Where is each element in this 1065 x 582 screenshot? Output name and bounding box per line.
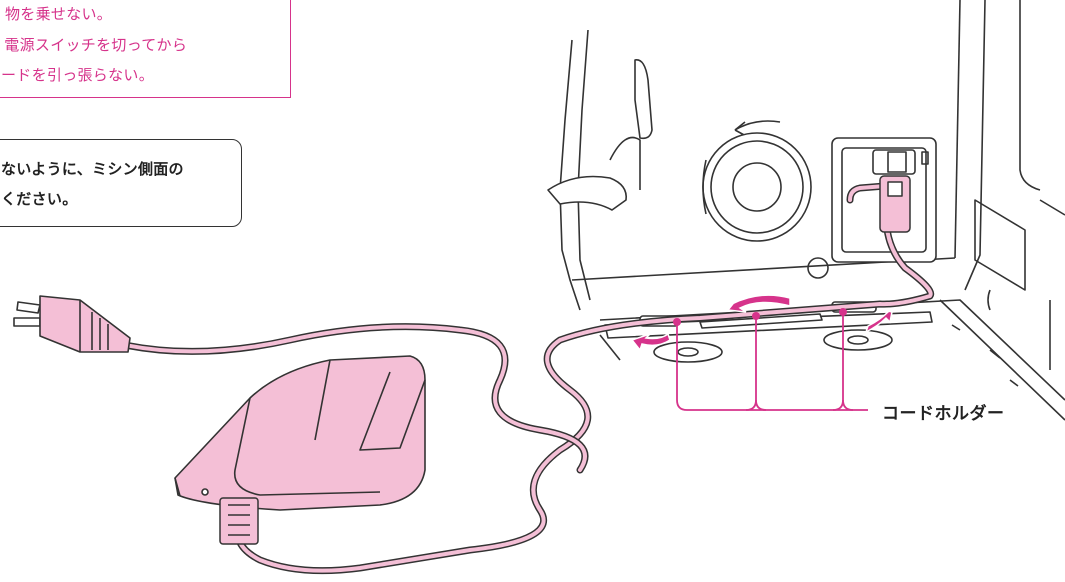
socket-plug	[880, 176, 910, 232]
foot-pedal	[175, 356, 425, 510]
wall-plug	[14, 296, 130, 352]
cord-holder-label: コードホルダー	[882, 399, 1005, 424]
sewing-machine	[548, 0, 1065, 420]
pedal-connector	[220, 498, 258, 544]
